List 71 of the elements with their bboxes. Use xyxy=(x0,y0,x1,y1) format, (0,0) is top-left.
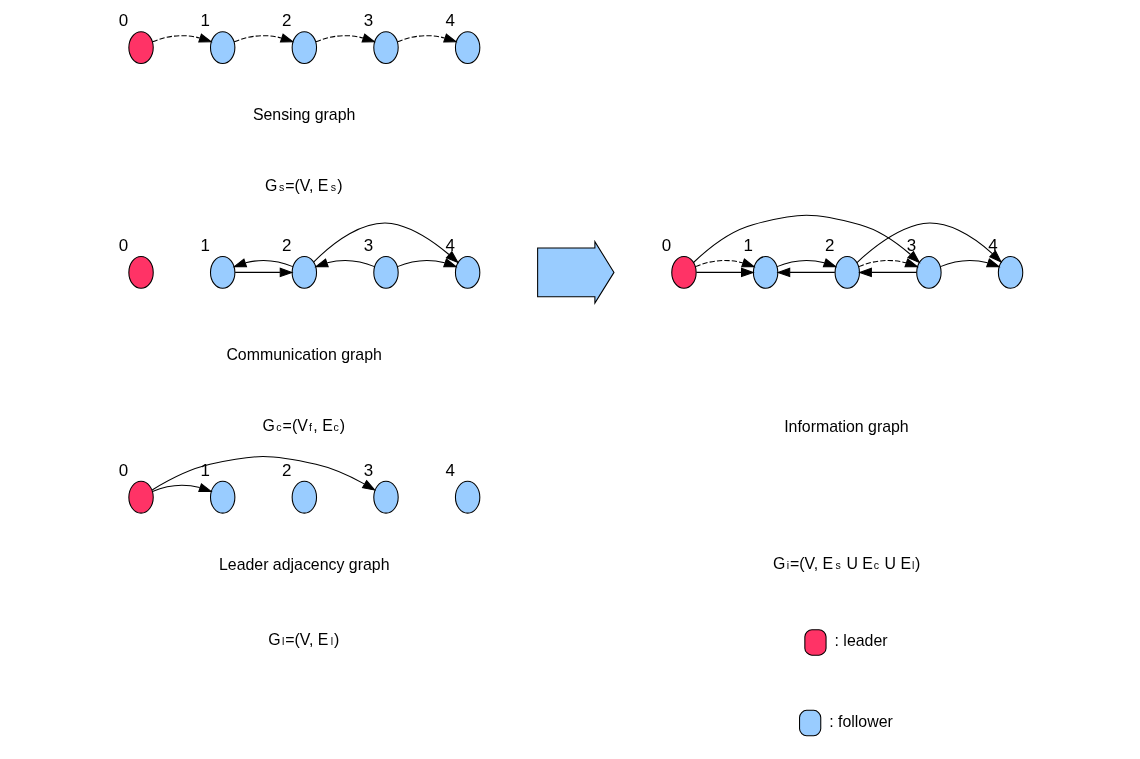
arrow xyxy=(692,214,920,264)
node-circle xyxy=(834,255,860,289)
node-label: 4 xyxy=(444,11,455,31)
arrow xyxy=(313,258,375,268)
arrow xyxy=(232,258,293,268)
node-label: 3 xyxy=(363,460,373,480)
node-label: 3 xyxy=(363,235,373,255)
label: Information graph xyxy=(783,417,909,435)
node-circle xyxy=(752,255,778,289)
node-label: 1 xyxy=(199,235,210,255)
node-circle xyxy=(127,255,154,289)
node-circle xyxy=(372,480,399,514)
arrow xyxy=(857,258,919,268)
node-circle xyxy=(372,255,399,289)
arrow xyxy=(396,33,458,43)
arrow xyxy=(312,222,459,264)
node-label: 0 xyxy=(661,235,671,255)
arrow xyxy=(233,33,294,43)
node-label: 1 xyxy=(199,460,210,480)
node-circle xyxy=(127,480,154,514)
label: Gs=(V, Es) xyxy=(264,177,343,195)
label: Gl=(V, El) xyxy=(267,631,339,649)
label: Gi=(V, Es U Ec U El) xyxy=(772,554,920,572)
label: Communication graph xyxy=(225,345,382,363)
node-circle xyxy=(454,255,480,289)
node-label: 0 xyxy=(118,460,128,480)
node-arrow xyxy=(536,239,615,305)
node-circle xyxy=(454,480,480,514)
node-label: 1 xyxy=(199,11,210,31)
arrow xyxy=(694,258,756,268)
label: Gc=(Vf, Ec) xyxy=(261,416,345,434)
node-label: 1 xyxy=(742,235,753,255)
node-label: 4 xyxy=(444,235,455,255)
node-circle xyxy=(291,31,317,65)
label: Leader adjacency graph xyxy=(218,555,389,573)
arrow xyxy=(776,258,837,268)
node-circle xyxy=(670,255,697,289)
arrow xyxy=(314,33,376,43)
legend-label: : leader xyxy=(834,632,888,650)
node-label: 0 xyxy=(118,235,128,255)
node-label: 3 xyxy=(363,11,373,31)
node-circle xyxy=(209,480,235,514)
arrow xyxy=(151,33,213,43)
node-label: 4 xyxy=(444,460,455,480)
node-circle xyxy=(997,255,1023,289)
arrow xyxy=(396,258,458,268)
node-circle xyxy=(127,31,154,65)
arrow xyxy=(775,267,835,278)
arrow xyxy=(151,456,376,491)
node-label: 2 xyxy=(281,11,292,31)
node-circle xyxy=(291,255,317,289)
label: Sensing graph xyxy=(252,106,355,124)
node-circle xyxy=(209,31,235,65)
arrow xyxy=(939,258,1001,268)
node-label: 3 xyxy=(906,235,916,255)
node-label: 2 xyxy=(281,235,292,255)
node-circle xyxy=(372,31,399,65)
arrow xyxy=(856,222,1002,264)
node-circle xyxy=(209,255,235,289)
node-circle xyxy=(915,255,942,289)
node-circle xyxy=(454,31,480,65)
node-label: 0 xyxy=(118,11,128,31)
arrow xyxy=(234,267,293,278)
arrow xyxy=(857,267,917,278)
node-label: 2 xyxy=(824,235,834,255)
legend-label: : follower xyxy=(828,712,893,730)
arrow xyxy=(695,267,755,278)
arrow xyxy=(151,482,213,493)
node-label: 4 xyxy=(987,235,998,255)
node-label: 2 xyxy=(281,460,292,480)
node-circle xyxy=(291,480,317,514)
